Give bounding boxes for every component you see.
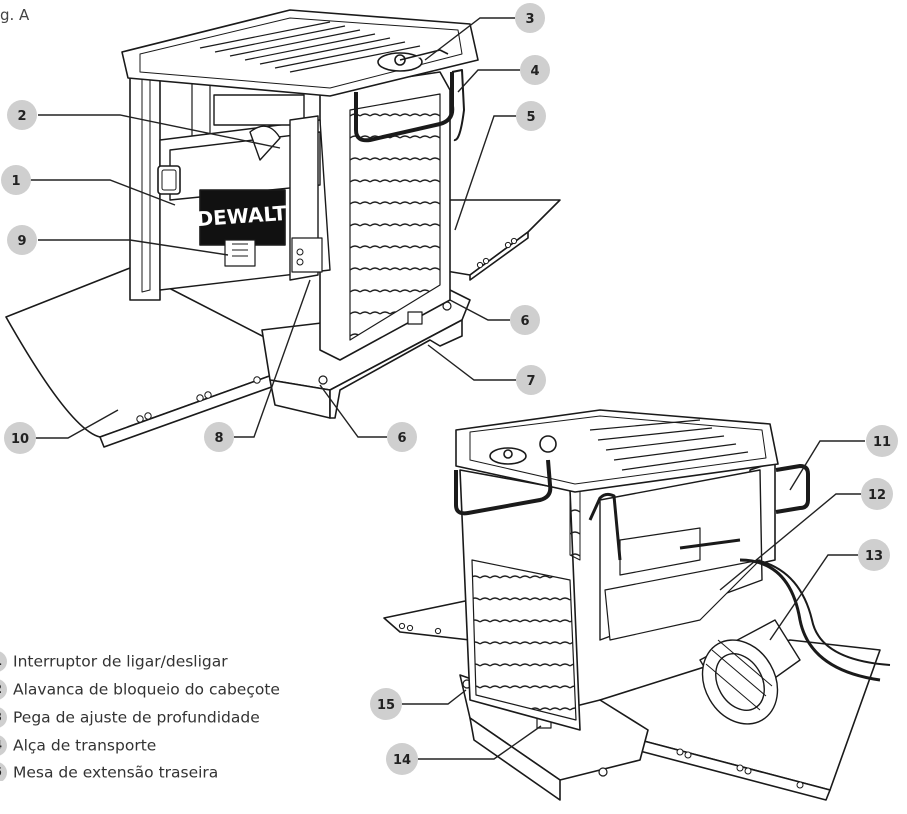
callout-10-label: 10	[11, 432, 29, 447]
callout-3: 3	[515, 3, 545, 33]
dust-hose	[739, 558, 881, 682]
callout-15-label: 15	[377, 698, 395, 713]
carry-handle	[354, 72, 455, 143]
legend-badge: 3	[0, 707, 7, 728]
legend-text: Mesa de extensão traseira	[13, 763, 219, 782]
callout-2-label: 2	[17, 109, 26, 124]
callout-11: 11	[866, 425, 898, 457]
callout-7: 7	[516, 365, 546, 395]
callout-14: 14	[386, 743, 418, 775]
leader-lines	[16, 17, 865, 760]
callout-1-label: 1	[11, 174, 20, 189]
legend-text: Alavanca de bloqueio do cabeçote	[13, 680, 280, 699]
planer-front-view: DEWALT	[5, 9, 561, 448]
callout-9: 9	[7, 225, 37, 255]
legend-badge: 2	[0, 679, 7, 700]
dust-port	[699, 619, 801, 725]
legend-item: 5 Mesa de extensão traseira	[0, 761, 218, 781]
callout-13-label: 13	[865, 549, 883, 564]
callout-8: 8	[204, 422, 234, 452]
legend-item: 2 Alavanca de bloqueio do cabeçote	[0, 678, 280, 700]
callout-6a: 6	[510, 305, 540, 335]
legend-text: Pega de ajuste de profundidade	[13, 708, 260, 727]
legend-item: 1 Interruptor de ligar/desligar	[0, 650, 228, 672]
figure-label: g. A	[0, 6, 30, 24]
planer-rear-view	[383, 409, 891, 801]
callout-badges: 1 2 3 4 5 6 6 7 8 9 10 11 12 13 14 15	[1, 3, 898, 775]
legend-item: 4 Alça de transporte	[0, 734, 156, 756]
callout-12: 12	[861, 478, 893, 510]
callout-6b-label: 6	[397, 431, 406, 446]
legend-text: Alça de transporte	[13, 736, 157, 755]
callout-11-label: 11	[873, 435, 891, 450]
outfeed-table	[439, 199, 561, 276]
legend-badge: 5	[0, 762, 7, 781]
callout-14-label: 14	[393, 753, 411, 768]
callout-5-label: 5	[526, 110, 535, 125]
legend-text: Interruptor de ligar/desligar	[13, 652, 228, 671]
callout-4: 4	[520, 55, 550, 85]
callout-6a-label: 6	[520, 314, 529, 329]
callout-9-label: 9	[17, 234, 26, 249]
callout-5: 5	[516, 101, 546, 131]
callout-2: 2	[7, 100, 37, 130]
callout-8-label: 8	[214, 431, 223, 446]
callout-13: 13	[858, 539, 890, 571]
callout-6b: 6	[387, 422, 417, 452]
right-carry-handle	[775, 464, 810, 514]
head-lock-lever	[249, 125, 281, 161]
callout-12-label: 12	[868, 488, 886, 503]
legend-badge: 4	[0, 735, 7, 756]
legend-badge: 1	[0, 651, 7, 672]
callout-7-label: 7	[526, 374, 535, 389]
callout-3-label: 3	[525, 12, 534, 27]
callout-1: 1	[1, 165, 31, 195]
callout-15: 15	[370, 688, 402, 720]
legend-item: 3 Pega de ajuste de profundidade	[0, 706, 260, 728]
callout-10: 10	[4, 422, 36, 454]
callout-4-label: 4	[530, 64, 539, 79]
